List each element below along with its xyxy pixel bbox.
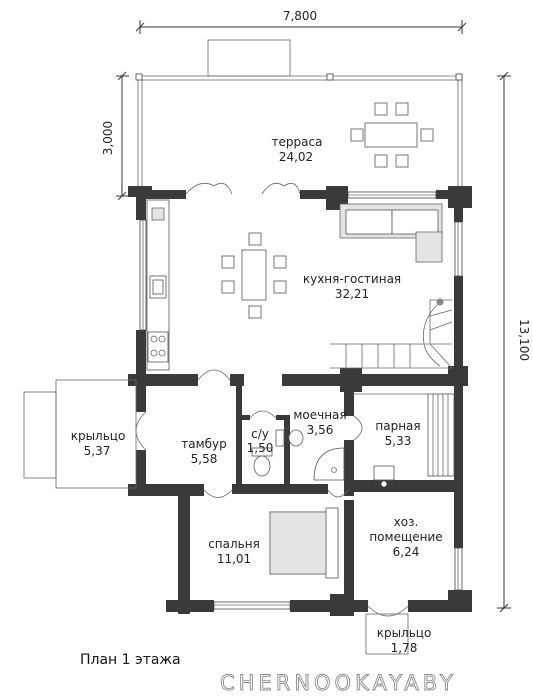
dimension-top: 7,800 <box>135 9 467 34</box>
room-label-vestibule: тамбур 5,58 <box>181 437 227 466</box>
svg-text:с/у: с/у <box>251 427 269 441</box>
dimension-right: 13,100 <box>497 71 531 613</box>
svg-text:1,78: 1,78 <box>391 641 418 655</box>
room-label-washroom: моечная 3,56 <box>293 408 346 437</box>
svg-text:5,58: 5,58 <box>191 452 218 466</box>
room-label-terrace: терраса 24,02 <box>272 135 323 164</box>
svg-text:тамбур: тамбур <box>181 437 227 451</box>
svg-text:терраса: терраса <box>272 135 323 149</box>
plan-caption: План 1 этажа <box>80 652 181 668</box>
dimension-terrace-label: 3,000 <box>101 121 115 155</box>
svg-text:5,33: 5,33 <box>385 434 412 448</box>
svg-text:моечная: моечная <box>293 408 346 422</box>
svg-text:кухня-гостиная: кухня-гостиная <box>303 272 401 286</box>
room-label-porch-bottom: крыльцо 1,78 <box>377 626 432 655</box>
dimension-width-label: 7,800 <box>283 9 317 23</box>
dimension-height-label: 13,100 <box>517 319 531 361</box>
room-label-kitchen: кухня-гостиная 32,21 <box>303 272 401 301</box>
svg-text:5,37: 5,37 <box>84 444 111 458</box>
room-label-bedroom: спальня 11,01 <box>208 537 260 566</box>
svg-text:1,50: 1,50 <box>247 441 274 455</box>
svg-text:парная: парная <box>375 419 420 433</box>
svg-text:32,21: 32,21 <box>335 287 369 301</box>
svg-text:24,02: 24,02 <box>279 150 313 164</box>
porch-left <box>23 379 137 489</box>
bed <box>269 507 339 579</box>
room-label-porch-left: крыльцо 5,37 <box>71 429 126 458</box>
svg-text:спальня: спальня <box>208 537 260 551</box>
doors <box>135 182 409 617</box>
room-label-utility: хоз. помещение 6,24 <box>369 515 442 559</box>
windows <box>139 191 463 610</box>
room-label-wc: с/у 1,50 <box>247 427 274 455</box>
svg-text:6,24: 6,24 <box>393 545 420 559</box>
walls <box>128 186 472 616</box>
wc-fixtures <box>251 429 304 477</box>
room-label-steam: парная 5,33 <box>375 419 420 448</box>
svg-text:хоз.: хоз. <box>394 515 419 529</box>
porch-bottom <box>365 613 409 655</box>
svg-text:помещение: помещение <box>369 530 442 544</box>
stairs <box>330 298 453 369</box>
svg-text:11,01: 11,01 <box>217 552 251 566</box>
watermark: CHERNOOKAYABY <box>220 671 457 695</box>
terrace <box>135 39 463 196</box>
svg-text:крыльцо: крыльцо <box>377 626 432 640</box>
svg-text:крыльцо: крыльцо <box>71 429 126 443</box>
washroom-fixtures <box>313 447 345 481</box>
steam-bench <box>354 393 455 488</box>
dimension-left: 3,000 <box>101 71 129 201</box>
svg-text:3,56: 3,56 <box>307 423 334 437</box>
kitchen-furniture <box>146 199 443 371</box>
